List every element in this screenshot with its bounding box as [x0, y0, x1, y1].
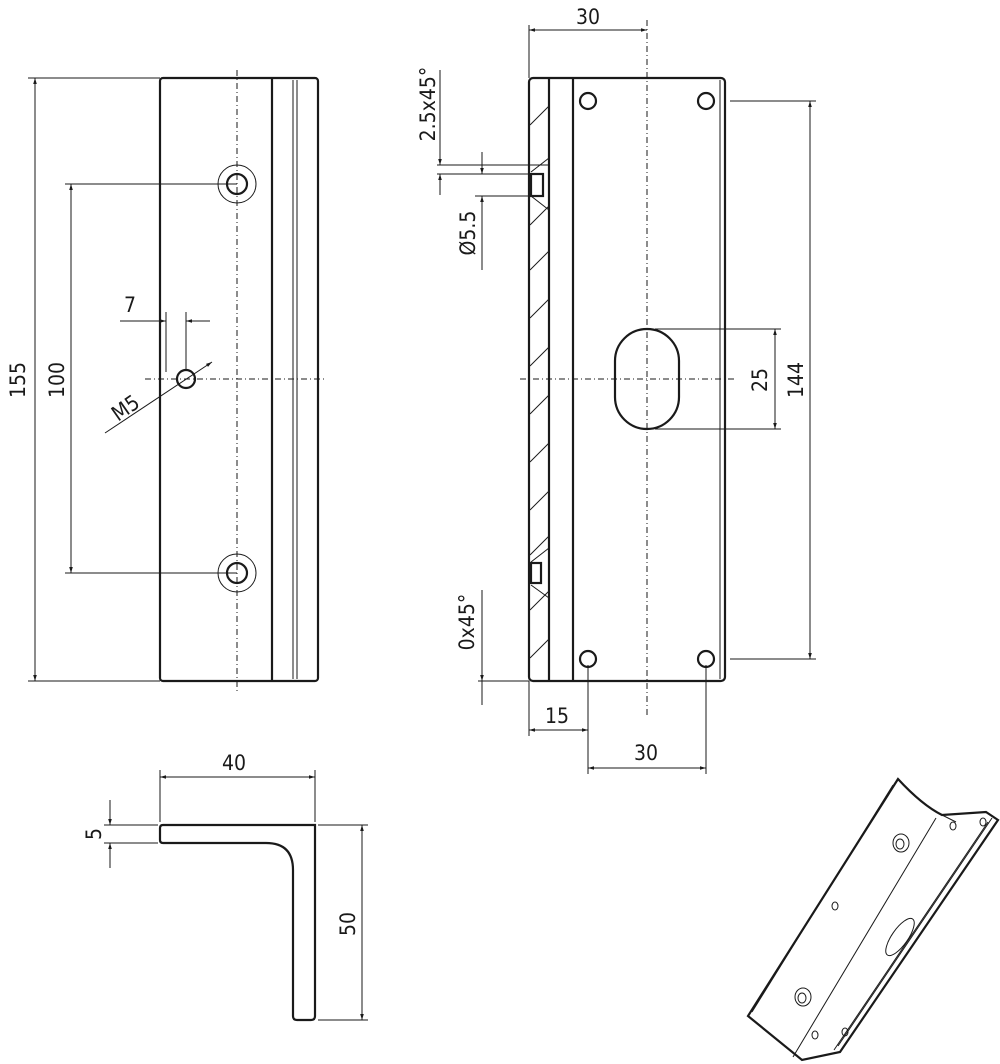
profile-view: 40 5 50	[82, 751, 368, 1022]
dim-chamfer-0x45: 0x45°	[455, 594, 479, 651]
cylinder-slot	[613, 327, 681, 431]
dim-5: 5	[82, 828, 106, 840]
isometric-view	[746, 777, 1000, 1062]
dim-30-bottom: 30	[634, 741, 658, 765]
section-hatching	[529, 105, 550, 659]
dim-50: 50	[336, 912, 360, 936]
dim-100: 100	[45, 362, 69, 398]
dim-chamfer-2-5x45: 2.5x45°	[416, 67, 440, 142]
dim-15: 15	[545, 704, 569, 728]
label-m5: M5	[107, 390, 144, 426]
dim-144: 144	[784, 362, 808, 398]
dim-dia-5-5: Ø5.5	[456, 211, 480, 256]
dim-40: 40	[222, 751, 246, 775]
dim-30-top: 30	[576, 5, 600, 29]
dim-25: 25	[748, 368, 772, 392]
dim-7: 7	[124, 293, 136, 317]
dim-155: 155	[6, 362, 30, 398]
front-view: 155 100 7 M5	[6, 70, 325, 692]
side-view: 30 144 25 2.5x45° Ø5.5 0x45° 15 30	[416, 5, 816, 774]
